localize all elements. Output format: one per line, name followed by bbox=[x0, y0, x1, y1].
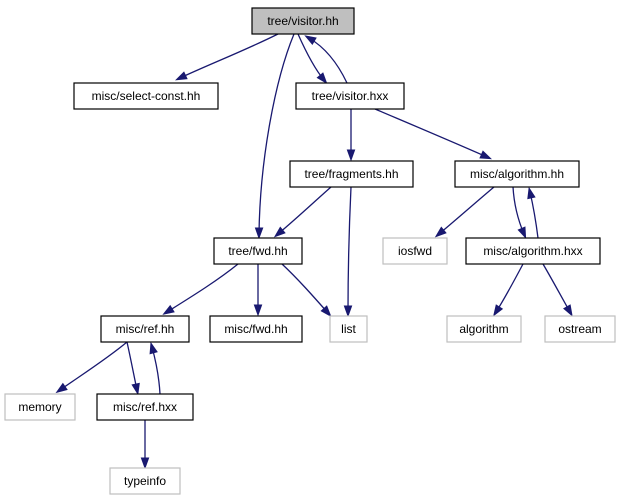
node-label: tree/visitor.hh bbox=[267, 14, 338, 28]
node-label: misc/ref.hxx bbox=[113, 400, 177, 414]
nodes-layer: tree/visitor.hh misc/select-const.hh tree/… bbox=[4, 7, 616, 495]
node-memory[interactable]: memory bbox=[4, 393, 76, 421]
edge-tree-fwd-hh-to-misc-fwd-hh bbox=[253, 263, 263, 317]
node-label: iosfwd bbox=[398, 244, 432, 258]
node-label: misc/ref.hh bbox=[116, 322, 175, 336]
edge-tree-visitor-hxx-to-tree-visitor-hh bbox=[304, 35, 348, 84]
arrowhead bbox=[273, 226, 286, 238]
node-label: misc/select-const.hh bbox=[92, 89, 201, 103]
edge-misc-ref-hh-to-misc-ref-hxx bbox=[126, 341, 140, 396]
node-box bbox=[544, 315, 616, 343]
arrowhead bbox=[434, 226, 447, 238]
node-box bbox=[289, 160, 414, 188]
node-box bbox=[295, 82, 405, 110]
node-box bbox=[4, 393, 76, 421]
node-misc-ref-hxx[interactable]: misc/ref.hxx bbox=[96, 393, 194, 421]
node-box bbox=[73, 82, 219, 110]
node-label: algorithm bbox=[459, 322, 508, 336]
arrowhead bbox=[527, 186, 536, 200]
edge-misc-algorithm-hh-to-misc-algorithm-hxx bbox=[512, 186, 527, 240]
arrowhead bbox=[563, 304, 573, 317]
arrowhead bbox=[140, 457, 150, 470]
arrowhead bbox=[479, 150, 493, 160]
node-label: memory bbox=[18, 400, 61, 414]
edge-misc-algorithm-hxx-to-algorithm bbox=[493, 263, 524, 317]
node-box bbox=[465, 237, 601, 265]
node-misc-select-const-hh[interactable]: misc/select-const.hh bbox=[73, 82, 219, 110]
node-label: misc/fwd.hh bbox=[224, 322, 287, 336]
node-ostream[interactable]: ostream bbox=[544, 315, 616, 343]
node-box bbox=[100, 315, 190, 343]
arrowhead bbox=[304, 35, 317, 46]
node-misc-algorithm-hh[interactable]: misc/algorithm.hh bbox=[454, 160, 580, 188]
arrowhead bbox=[343, 305, 353, 318]
edge-tree-fwd-hh-to-misc-ref-hh bbox=[162, 263, 239, 315]
node-box bbox=[209, 315, 303, 343]
node-label: tree/visitor.hxx bbox=[312, 89, 389, 103]
arrowhead bbox=[131, 382, 140, 396]
node-box bbox=[329, 315, 368, 343]
node-misc-algorithm-hxx[interactable]: misc/algorithm.hxx bbox=[465, 237, 601, 265]
node-tree-visitor-hxx[interactable]: tree/visitor.hxx bbox=[295, 82, 405, 110]
arrowhead bbox=[346, 149, 356, 162]
node-misc-fwd-hh[interactable]: misc/fwd.hh bbox=[209, 315, 303, 343]
node-list[interactable]: list bbox=[329, 315, 368, 343]
edge-misc-algorithm-hh-to-iosfwd bbox=[434, 186, 495, 238]
arrowhead bbox=[55, 382, 68, 394]
node-label: typeinfo bbox=[124, 474, 166, 488]
node-iosfwd[interactable]: iosfwd bbox=[382, 237, 448, 265]
arrowhead bbox=[253, 304, 263, 317]
arrowhead bbox=[517, 226, 527, 240]
edge-misc-algorithm-hxx-to-ostream bbox=[542, 263, 573, 317]
node-box bbox=[382, 237, 448, 265]
node-algorithm[interactable]: algorithm bbox=[446, 315, 522, 343]
node-box bbox=[213, 237, 303, 265]
node-tree-visitor-hh[interactable]: tree/visitor.hh bbox=[251, 7, 355, 35]
node-misc-ref-hh[interactable]: misc/ref.hh bbox=[100, 315, 190, 343]
edge-tree-visitor-hxx-to-misc-algorithm-hh bbox=[374, 108, 493, 160]
edge-misc-algorithm-hxx-to-misc-algorithm-hh bbox=[527, 186, 539, 239]
node-tree-fragments-hh[interactable]: tree/fragments.hh bbox=[289, 160, 414, 188]
node-box bbox=[454, 160, 580, 188]
arrowhead bbox=[316, 72, 328, 85]
arrowhead bbox=[320, 305, 332, 318]
edges-layer bbox=[55, 33, 573, 470]
node-label: tree/fwd.hh bbox=[228, 244, 287, 258]
arrowhead bbox=[493, 304, 504, 317]
node-box bbox=[96, 393, 194, 421]
node-label: misc/algorithm.hxx bbox=[483, 244, 582, 258]
node-box bbox=[109, 467, 181, 495]
edge-tree-fragments-hh-to-list bbox=[343, 186, 353, 318]
node-label: ostream bbox=[558, 322, 601, 336]
node-tree-fwd-hh[interactable]: tree/fwd.hh bbox=[213, 237, 303, 265]
arrowhead bbox=[175, 71, 188, 81]
node-box bbox=[251, 7, 355, 35]
arrowhead bbox=[254, 227, 264, 240]
edge-tree-visitor-hh-to-tree-visitor-hxx bbox=[297, 33, 328, 85]
edge-misc-ref-hxx-to-typeinfo bbox=[140, 420, 150, 470]
edge-tree-fragments-hh-to-tree-fwd-hh bbox=[273, 186, 332, 238]
edge-misc-ref-hxx-to-misc-ref-hh bbox=[149, 341, 161, 395]
node-box bbox=[446, 315, 522, 343]
edge-misc-ref-hh-to-memory bbox=[55, 341, 128, 394]
edge-tree-visitor-hh-to-misc-select-const-hh bbox=[175, 33, 279, 81]
node-label: list bbox=[341, 322, 356, 336]
node-label: misc/algorithm.hh bbox=[470, 167, 564, 181]
node-typeinfo[interactable]: typeinfo bbox=[109, 467, 181, 495]
edge-tree-fwd-hh-to-list bbox=[281, 263, 332, 318]
edge-tree-visitor-hxx-to-tree-fragments-hh bbox=[346, 108, 356, 162]
arrowhead bbox=[162, 304, 175, 315]
node-label: tree/fragments.hh bbox=[304, 167, 398, 181]
arrowhead bbox=[149, 341, 158, 355]
edge-tree-visitor-hh-to-tree-fwd-hh bbox=[254, 33, 295, 240]
